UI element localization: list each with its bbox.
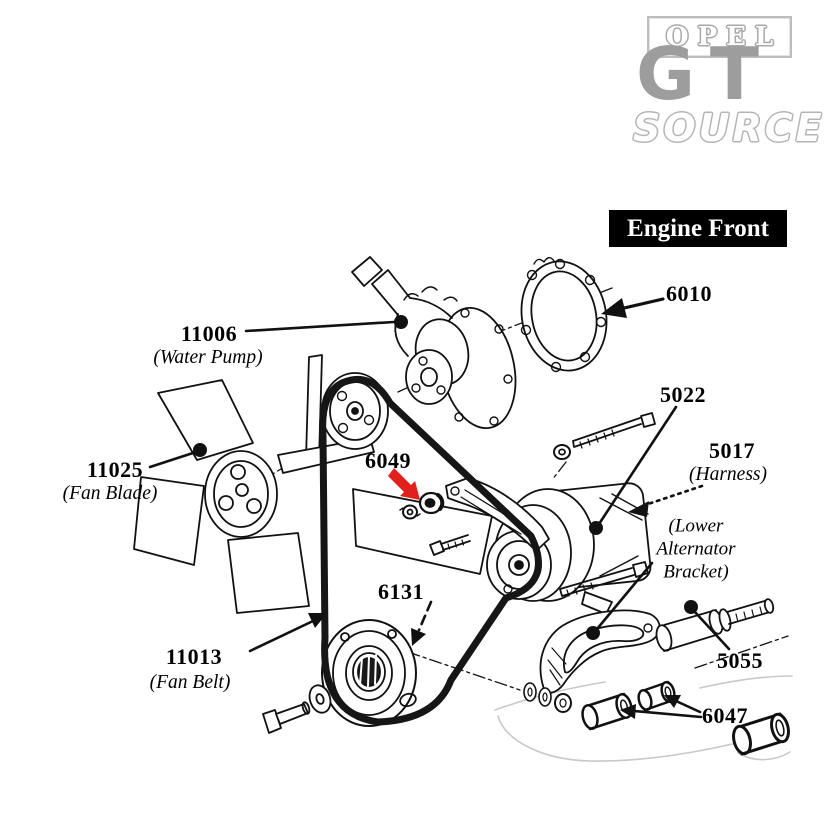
label-spacer-bolt-number: 5055: [717, 648, 763, 673]
label-adjuster-nut-number: 6049: [365, 448, 411, 473]
source-logo-text: SOURCE: [633, 106, 825, 150]
bushings-drawing: [581, 680, 790, 756]
red-highlight-arrow: [388, 468, 420, 500]
water-pump-drawing: [351, 256, 517, 430]
label-crank-pulley-number: 6131: [378, 579, 424, 604]
lower-bracket-line2: Alternator: [656, 538, 736, 560]
opel-logo-text: OPEL: [665, 22, 783, 52]
gt-logo-text: GT: [636, 32, 775, 116]
label-mount-bolt-number: 5022: [660, 382, 706, 407]
label-water-pump-name: (Water Pump): [153, 347, 263, 368]
lower-bracket-drawing: [523, 598, 775, 713]
label-lower-bracket-note: (Lower Alternator Bracket): [656, 515, 735, 584]
callout-leaders: [148, 297, 731, 719]
label-fan-blade-number: 11025: [86, 457, 144, 482]
label-harness-number: 5017: [709, 438, 755, 463]
label-gasket-number: 6010: [666, 281, 712, 306]
label-fan-belt-number: 11013: [165, 644, 223, 669]
label-fan-belt-name: (Fan Belt): [149, 672, 231, 693]
opel-logo-box: OPEL: [647, 16, 792, 58]
pump-pulley-drawing: [321, 372, 389, 450]
label-fan-blade-name: (Fan Blade): [62, 483, 158, 504]
fan-belt-drawing: [319, 375, 542, 726]
label-harness-name: (Harness): [689, 464, 767, 485]
label-water-pump-number: 11006: [180, 321, 238, 346]
centerlines: [257, 287, 789, 691]
crank-pulley-drawing: [262, 619, 417, 734]
fan-blade-drawing: [133, 354, 493, 614]
red-arrow-shape: [388, 468, 420, 500]
lower-bracket-line1: (Lower: [668, 515, 724, 537]
gasket-drawing: [520, 257, 608, 373]
engine-front-tag: Engine Front: [609, 210, 787, 247]
lower-bracket-line3: Bracket): [663, 561, 729, 583]
label-bushings-number: 6047: [702, 703, 748, 728]
